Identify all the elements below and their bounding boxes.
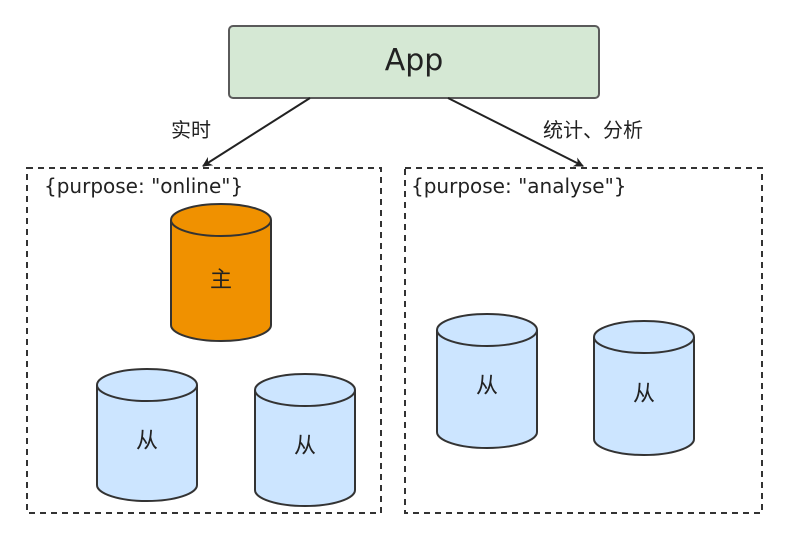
group-online-label: {purpose: "online"}: [44, 174, 243, 198]
primary-db-cylinder[interactable]: 主: [170, 203, 272, 342]
online-replica-db-cylinder[interactable]: 从: [96, 368, 198, 502]
analyse-replica-1-label: 从: [476, 374, 498, 399]
analyse-replica-db-cylinder[interactable]: 从: [593, 320, 695, 456]
group-analyse-label: {purpose: "analyse"}: [411, 174, 627, 198]
primary-db-label: 主: [210, 268, 232, 293]
online-replica-1-label: 从: [136, 429, 158, 454]
edge-online: 实时: [171, 97, 311, 167]
edge-analyse: 统计、分析: [447, 97, 643, 167]
group-online: {purpose: "online"}: [26, 167, 382, 514]
app-label: App: [385, 43, 444, 78]
analyse-replica-2-label: 从: [633, 382, 655, 407]
edge-online-label: 实时: [171, 118, 211, 142]
online-replica-db-cylinder[interactable]: 从: [254, 373, 356, 507]
online-replica-2-label: 从: [294, 434, 316, 459]
edge-analyse-label: 统计、分析: [543, 118, 643, 142]
analyse-replica-db-cylinder[interactable]: 从: [436, 313, 538, 449]
group-analyse: {purpose: "analyse"}: [404, 167, 763, 514]
app-node[interactable]: App: [228, 25, 600, 99]
